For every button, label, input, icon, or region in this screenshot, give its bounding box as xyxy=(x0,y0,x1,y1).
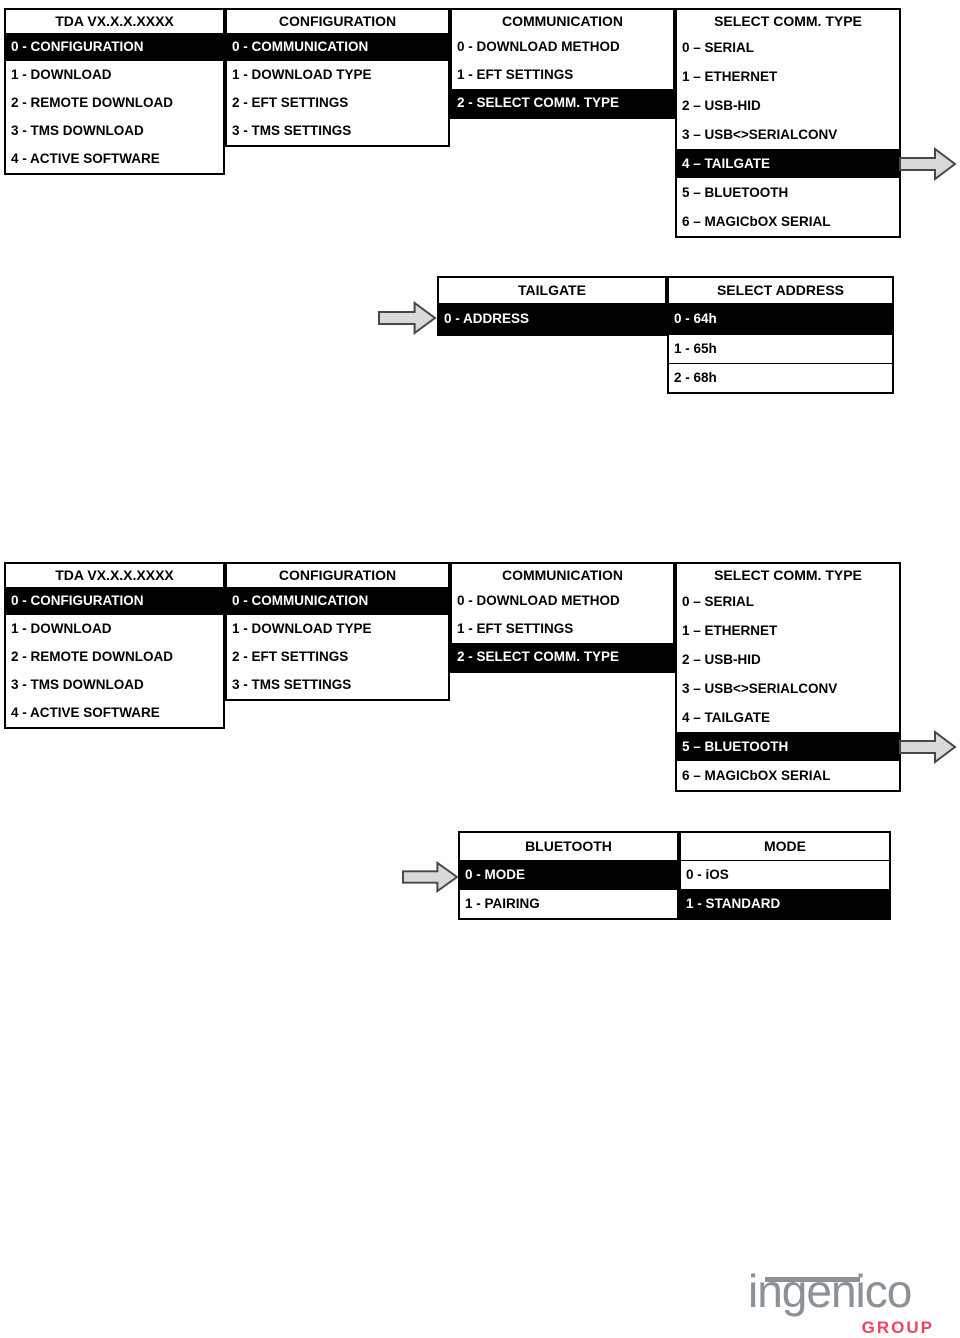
menu-item: 4 - ACTIVE SOFTWARE xyxy=(11,705,160,720)
menu-item: 3 – USB<>SERIALCONV xyxy=(682,681,838,696)
menu-item: 3 - TMS DOWNLOAD xyxy=(11,677,144,692)
menu-item: 4 – TAILGATE xyxy=(682,710,771,725)
menu-item: 1 - DOWNLOAD TYPE xyxy=(232,67,372,82)
menu-item: 5 – BLUETOOTH xyxy=(682,185,789,200)
menu-item: 1 - EFT SETTINGS xyxy=(457,621,574,636)
submenu-table-bluetooth: BLUETOOTH 0 - MODE 1 - PAIRING xyxy=(458,831,679,920)
menu-table-tda: TDA VX.X.X.XXXX 0 - CONFIGURATION 1 - DO… xyxy=(4,562,225,729)
menu-item: 0 – SERIAL xyxy=(682,40,755,55)
menu-table-select-comm-type: SELECT COMM. TYPE 0 – SERIAL 1 – ETHERNE… xyxy=(675,8,901,238)
menu-item: 0 - 64h xyxy=(669,303,892,334)
menu-item: 0 – SERIAL xyxy=(682,594,755,609)
menu-item: 4 – TAILGATE xyxy=(677,149,899,178)
menu-table-select-comm-type: SELECT COMM. TYPE 0 – SERIAL 1 – ETHERNE… xyxy=(675,562,901,792)
flow-arrow-icon xyxy=(402,861,459,893)
menu-item: 5 – BLUETOOTH xyxy=(677,732,899,761)
menu-item: 0 - ADDRESS xyxy=(439,303,665,334)
menu-item: 0 - COMMUNICATION xyxy=(227,33,448,61)
menu-title: BLUETOOTH xyxy=(525,838,612,854)
menu-item: 3 - TMS SETTINGS xyxy=(232,677,352,692)
menu-item: 1 – ETHERNET xyxy=(682,69,778,84)
menu-table-communication: COMMUNICATION 0 - DOWNLOAD METHOD 1 - EF… xyxy=(450,8,675,119)
submenu-table-select-address: SELECT ADDRESS 0 - 64h 1 - 65h 2 - 68h xyxy=(667,276,894,394)
menu-item: 2 - EFT SETTINGS xyxy=(232,649,349,664)
ingenico-wordmark: ingenico xyxy=(748,1265,912,1317)
menu-item: 1 - 65h xyxy=(669,334,892,363)
submenu-table-mode: MODE 0 - iOS 1 - STANDARD xyxy=(679,831,891,920)
menu-item: 0 - DOWNLOAD METHOD xyxy=(457,39,620,54)
menu-title: CONFIGURATION xyxy=(278,13,397,29)
flow-arrow-icon xyxy=(378,301,437,335)
menu-item: 2 – USB-HID xyxy=(682,98,761,113)
menu-item: 1 - DOWNLOAD TYPE xyxy=(232,621,372,636)
menu-item: 0 - DOWNLOAD METHOD xyxy=(457,593,620,608)
menu-item: 2 - SELECT COMM. TYPE xyxy=(452,643,673,671)
menu-item: 0 - MODE xyxy=(460,860,677,889)
flow-arrow-icon xyxy=(899,730,957,764)
menu-item: 6 – MAGICbOX SERIAL xyxy=(682,768,831,783)
menu-item: 0 - CONFIGURATION xyxy=(6,33,223,61)
menu-item: 1 - DOWNLOAD xyxy=(11,67,112,82)
menu-title: SELECT COMM. TYPE xyxy=(714,567,862,583)
menu-item: 2 - 68h xyxy=(669,363,892,392)
menu-item: 2 - SELECT COMM. TYPE xyxy=(452,89,673,117)
menu-title: CONFIGURATION xyxy=(278,567,397,583)
menu-title: TAILGATE xyxy=(518,282,586,298)
menu-item: 0 - CONFIGURATION xyxy=(6,587,223,615)
menu-title: SELECT ADDRESS xyxy=(716,282,845,298)
menu-title: SELECT COMM. TYPE xyxy=(714,13,862,29)
menu-table-configuration: CONFIGURATION 0 - COMMUNICATION 1 - DOWN… xyxy=(225,8,450,147)
menu-item: 0 - iOS xyxy=(681,860,889,889)
menu-item: 6 – MAGICbOX SERIAL xyxy=(682,214,831,229)
flow-arrow-icon xyxy=(899,147,957,181)
menu-table-configuration: CONFIGURATION 0 - COMMUNICATION 1 - DOWN… xyxy=(225,562,450,701)
menu-item: 1 – ETHERNET xyxy=(682,623,778,638)
menu-item: 0 - COMMUNICATION xyxy=(227,587,448,615)
menu-item: 3 – USB<>SERIALCONV xyxy=(682,127,838,142)
menu-item: 3 - TMS SETTINGS xyxy=(232,123,352,138)
menu-title: COMMUNICATION xyxy=(501,13,624,29)
menu-item: 1 - STANDARD xyxy=(681,889,889,918)
menu-item: 2 – USB-HID xyxy=(682,652,761,667)
menu-title: COMMUNICATION xyxy=(501,567,624,583)
menu-item: 1 - PAIRING xyxy=(460,889,677,918)
menu-item: 2 - REMOTE DOWNLOAD xyxy=(11,95,173,110)
submenu-table-tailgate: TAILGATE 0 - ADDRESS xyxy=(437,276,667,336)
menu-table-communication: COMMUNICATION 0 - DOWNLOAD METHOD 1 - EF… xyxy=(450,562,675,673)
menu-item: 2 - REMOTE DOWNLOAD xyxy=(11,649,173,664)
ingenico-logo: ingenico GROUP xyxy=(748,1268,934,1336)
menu-item: 1 - DOWNLOAD xyxy=(11,621,112,636)
menu-item: 1 - EFT SETTINGS xyxy=(457,67,574,82)
ingenico-group-label: GROUP xyxy=(861,1318,934,1337)
menu-item: 2 - EFT SETTINGS xyxy=(232,95,349,110)
logo-bar xyxy=(765,1277,860,1282)
menu-title: MODE xyxy=(764,838,806,854)
menu-item: 3 - TMS DOWNLOAD xyxy=(11,123,144,138)
menu-title: TDA VX.X.X.XXXX xyxy=(55,13,174,29)
menu-title: TDA VX.X.X.XXXX xyxy=(55,567,174,583)
menu-item: 4 - ACTIVE SOFTWARE xyxy=(11,151,160,166)
menu-table-tda: TDA VX.X.X.XXXX 0 - CONFIGURATION 1 - DO… xyxy=(4,8,225,175)
